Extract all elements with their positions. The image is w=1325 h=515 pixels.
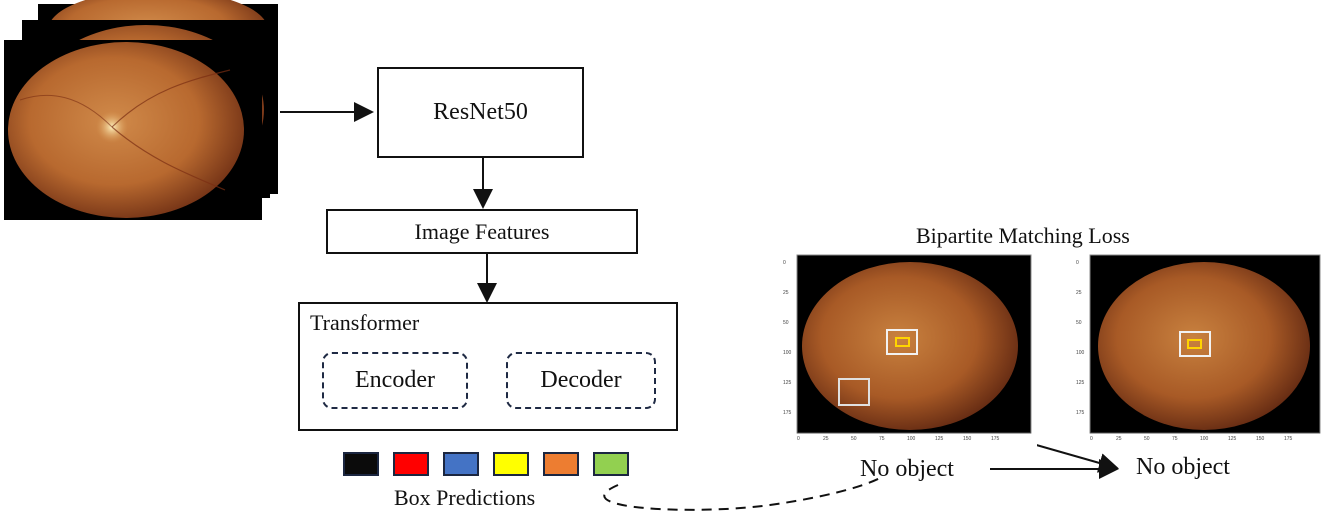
- pred-box-yellow: [895, 337, 910, 347]
- decoder-label: Decoder: [540, 367, 622, 393]
- pred-box-yellow-right: [1187, 339, 1202, 349]
- svg-text:50: 50: [851, 436, 857, 442]
- dashed-link-predictions-to-no-object: [603, 477, 881, 511]
- prediction-swatch: [493, 452, 529, 476]
- matching-plot-left: 0 25 50 100 125 175 0 25 50 75 100 125 150 175: [775, 250, 1037, 450]
- svg-text:0: 0: [783, 260, 786, 266]
- box-predictions-label: Box Predictions: [394, 485, 536, 510]
- svg-text:150: 150: [963, 436, 972, 442]
- resnet50-box: ResNet50: [377, 67, 584, 158]
- prediction-swatch: [593, 452, 629, 476]
- svg-text:100: 100: [1076, 350, 1085, 356]
- svg-text:175: 175: [783, 410, 792, 416]
- decoder-box: Decoder: [506, 352, 656, 409]
- svg-text:50: 50: [1144, 436, 1150, 442]
- matching-plot-right: 0 25 50 100 125 175 0 25 50 75 100 125 150 175: [1072, 250, 1325, 450]
- svg-text:25: 25: [783, 290, 789, 296]
- svg-text:25: 25: [1076, 290, 1082, 296]
- svg-text:125: 125: [1076, 380, 1085, 386]
- image-features-label: Image Features: [414, 218, 550, 244]
- prediction-swatch: [343, 452, 379, 476]
- svg-text:100: 100: [907, 436, 916, 442]
- gt-box-white-right: [1179, 331, 1211, 357]
- no-object-label-left: No object: [860, 456, 954, 482]
- svg-text:25: 25: [823, 436, 829, 442]
- no-object-label-right: No object: [1136, 454, 1230, 480]
- svg-text:0: 0: [1090, 436, 1093, 442]
- svg-text:100: 100: [1200, 436, 1209, 442]
- input-image-stack: [0, 0, 290, 225]
- encoder-box: Encoder: [322, 352, 468, 409]
- gt-box-white: [886, 329, 918, 355]
- svg-text:0: 0: [797, 436, 800, 442]
- svg-text:75: 75: [879, 436, 885, 442]
- svg-text:175: 175: [1284, 436, 1293, 442]
- svg-text:0: 0: [1076, 260, 1079, 266]
- svg-text:125: 125: [783, 380, 792, 386]
- encoder-label: Encoder: [355, 367, 435, 393]
- bipartite-matching-title: Bipartite Matching Loss: [916, 223, 1130, 248]
- prediction-swatch: [393, 452, 429, 476]
- svg-text:75: 75: [1172, 436, 1178, 442]
- svg-text:50: 50: [1076, 320, 1082, 326]
- resnet50-label: ResNet50: [433, 99, 528, 125]
- svg-text:125: 125: [1228, 436, 1237, 442]
- svg-text:25: 25: [1116, 436, 1122, 442]
- prediction-swatch: [443, 452, 479, 476]
- svg-text:125: 125: [935, 436, 944, 442]
- fundus-stack-graphic: [4, 0, 278, 220]
- transformer-label: Transformer: [310, 310, 420, 335]
- svg-text:150: 150: [1256, 436, 1265, 442]
- fundus-plot-left: 0 25 50 100 125 175 0 25 50 75 100 125 150 175: [775, 250, 1037, 450]
- prediction-swatch: [543, 452, 579, 476]
- svg-text:50: 50: [783, 320, 789, 326]
- svg-text:175: 175: [991, 436, 1000, 442]
- image-features-box: Image Features: [326, 209, 638, 254]
- fundus-plot-right: 0 25 50 100 125 175 0 25 50 75 100 125 150 175: [1072, 250, 1325, 450]
- transformer-box: Transformer Encoder Decoder: [298, 302, 678, 431]
- svg-text:100: 100: [783, 350, 792, 356]
- svg-text:175: 175: [1076, 410, 1085, 416]
- unmatched-box-white: [838, 378, 870, 406]
